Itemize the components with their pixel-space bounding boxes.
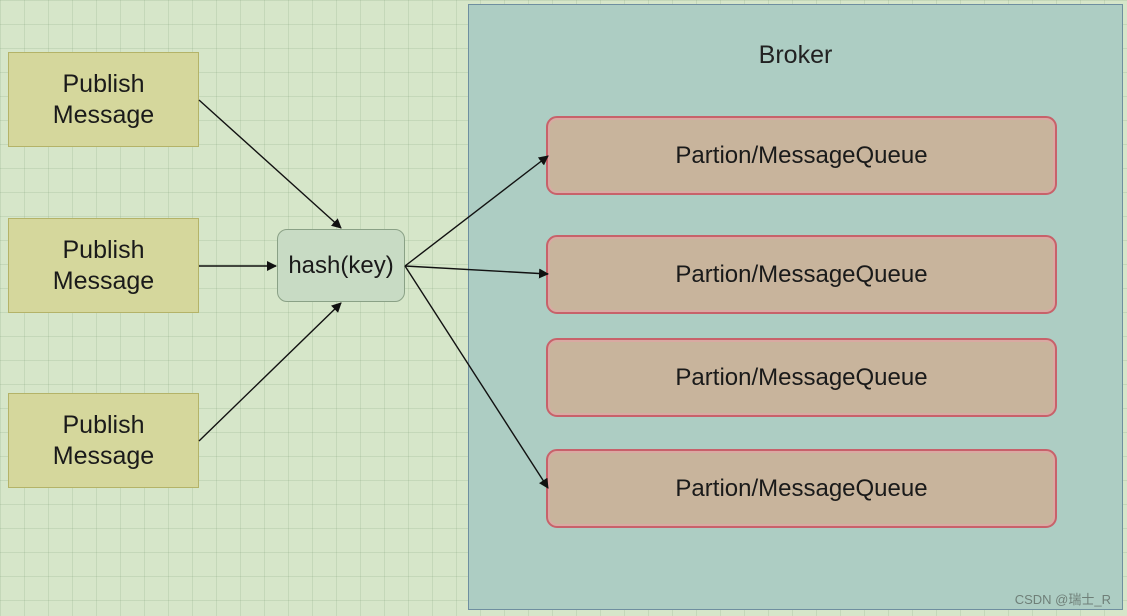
watermark-text: CSDN @瑞士_R [1014,592,1111,607]
edge-hash-to-queue4 [404,265,549,489]
broker-title: Broker [758,41,833,69]
hash-node: hash(key) [277,229,405,302]
queue-label: Partion/MessageQueue [675,141,928,169]
edge-hash-to-queue2 [404,265,549,279]
queue-label: Partion/MessageQueue [675,260,928,288]
queue-label: Partion/MessageQueue [675,363,928,391]
publisher-node-2: Publish Message [8,218,199,313]
publisher-node-3: Publish Message [8,393,199,488]
publisher-label: Publish Message [52,410,155,470]
queue-node-3: Partion/MessageQueue [546,338,1057,417]
hash-label: hash(key) [288,251,394,279]
publisher-label: Publish Message [52,69,155,129]
edge-publisher1-to-hash [198,99,342,229]
queue-node-1: Partion/MessageQueue [546,116,1057,195]
publisher-node-1: Publish Message [8,52,199,147]
publisher-label: Publish Message [52,235,155,295]
edge-publisher3-to-hash [198,302,342,442]
queue-node-4: Partion/MessageQueue [546,449,1057,528]
edge-hash-to-queue1 [404,155,549,267]
queue-label: Partion/MessageQueue [675,474,928,502]
queue-node-2: Partion/MessageQueue [546,235,1057,314]
